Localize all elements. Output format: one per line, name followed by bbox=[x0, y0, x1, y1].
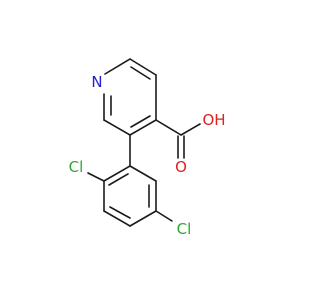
bond-c2-c3-inner bbox=[130, 66, 151, 80]
carbonyl-oxygen-label: O bbox=[175, 158, 187, 176]
bond-carboxyl-oh bbox=[180, 123, 201, 136]
bond-ph5-cl bbox=[155, 210, 173, 222]
bond-ph1-ph2-inner bbox=[108, 173, 129, 186]
bond-ph3-ph4-inner bbox=[109, 206, 131, 219]
carboxylic-acid-group bbox=[155, 119, 201, 159]
bond-n-c2 bbox=[104, 58, 131, 75]
bond-ph1-ph2 bbox=[103, 165, 131, 182]
bond-c4-c5-inner bbox=[130, 115, 151, 128]
bond-c5-c6 bbox=[103, 119, 131, 136]
chlorine-ortho-label: Cl bbox=[69, 158, 84, 176]
chlorine-meta-label: Cl bbox=[177, 220, 192, 238]
bond-ph2-cl bbox=[87, 172, 105, 182]
bond-ph6-ph1 bbox=[129, 165, 157, 182]
bond-ph3-ph4 bbox=[103, 210, 131, 227]
dichlorophenyl-ring bbox=[87, 134, 173, 227]
molecule-structure-diagram: N OH O Cl Cl bbox=[69, 58, 226, 238]
pyridine-ring bbox=[103, 58, 157, 136]
bond-c4-c5 bbox=[129, 119, 157, 136]
hydroxyl-label: OH bbox=[202, 111, 225, 129]
bond-c2-c3 bbox=[129, 58, 157, 76]
bond-ph4-ph5 bbox=[129, 210, 157, 227]
nitrogen-label: N bbox=[91, 73, 102, 91]
bond-c4-carboxyl bbox=[155, 119, 182, 136]
